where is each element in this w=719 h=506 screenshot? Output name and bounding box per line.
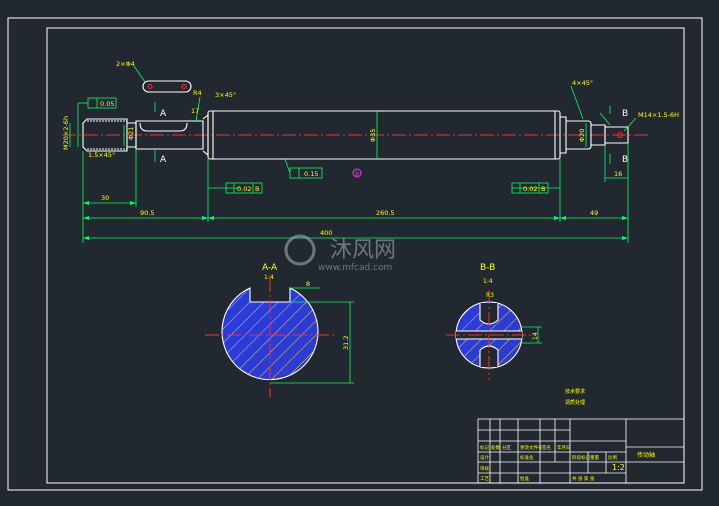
section-aa: A-A 1:4 8 31.2 — [205, 263, 354, 398]
label-35: Φ35 — [369, 129, 377, 142]
label-260-5: 260.5 — [376, 209, 395, 217]
tb-design: 设计 — [480, 454, 489, 461]
section-a-bottom: A — [160, 155, 167, 165]
label-thread-left: M20×2-6h — [62, 116, 70, 150]
datum-marker — [352, 168, 362, 178]
keyway-top-view — [142, 80, 192, 93]
label-8: 8 — [306, 280, 310, 288]
label-31: 31.2 — [342, 336, 350, 350]
tb-header-1: 处数 — [491, 444, 500, 451]
inner-border — [46, 27, 685, 484]
outer-border — [7, 17, 703, 491]
datum-marker-label: B — [355, 171, 359, 178]
section-b-bottom: B — [622, 155, 628, 165]
tb-header-3: 更改文件号 — [520, 444, 543, 451]
label-30: 30 — [101, 194, 109, 202]
label-17: 17 — [191, 107, 199, 115]
label-90-5: 90.5 — [140, 209, 154, 217]
tb-weight: 重量 — [590, 454, 599, 461]
tb-part-name: 传动轴 — [637, 451, 655, 459]
label-14: 14 — [532, 332, 539, 340]
tb-standard: 标准化 — [520, 454, 534, 461]
title-block — [477, 418, 685, 484]
label-20: Φ20 — [578, 129, 586, 142]
tb-process: 工艺 — [480, 476, 489, 482]
watermark: 沐风网 www.mfcad.com — [284, 234, 396, 273]
label-runout-left-ref: B — [255, 185, 259, 193]
label-49: 49 — [590, 209, 598, 217]
arrowheads — [83, 201, 628, 240]
section-a-top: A — [160, 109, 167, 119]
tb-check: 审核 — [480, 465, 489, 472]
section-letters: A A B B — [160, 109, 628, 165]
section-aa-title: A-A — [262, 263, 278, 273]
label-chamfer-left: 1.5×45° — [88, 151, 115, 159]
tb-approve: 批准 — [520, 475, 529, 482]
label-r4: R4 — [193, 89, 202, 97]
tb-header-2: 分区 — [502, 444, 511, 451]
dimension-texts: 2×Φ4 0.05 M20×2-6h 1.5×45° 3×45° R4 17 Φ… — [62, 60, 679, 237]
label-runout-left: 0.02 — [237, 185, 251, 193]
label-chamfer-right: 4×45° — [572, 79, 593, 87]
section-bb-title: B-B — [480, 263, 495, 273]
section-b-top: B — [622, 109, 628, 119]
watermark-cn: 沐风网 — [330, 238, 396, 263]
tb-header-4: 签名 — [542, 444, 551, 451]
section-bb-scale: 1:4 — [483, 278, 493, 285]
label-tol-bottom: 0.15 — [304, 170, 318, 178]
label-runout-right: 0.02 — [523, 185, 537, 193]
thread-hole-marker — [617, 132, 623, 138]
label-16: 16 — [614, 170, 622, 178]
tolerance-frames — [87, 97, 549, 194]
title-block-text: 标记 处数 分区 更改文件号 签名 年月日 设计 标准化 审核 工艺 批准 阶段… — [480, 444, 655, 482]
label-runout-right-ref: B — [541, 185, 545, 193]
label-r3: R3 — [486, 292, 494, 299]
label-chamfer-mid: 3×45° — [215, 91, 236, 99]
note-line2: 调质处理 — [565, 399, 585, 406]
tb-header-5: 年月日 — [557, 444, 571, 451]
section-aa-scale: 1:4 — [264, 274, 274, 281]
tb-scale: 比例 — [608, 454, 617, 461]
watermark-url: www.mfcad.com — [318, 263, 392, 273]
label-thread-right: M14×1.5-6H — [638, 111, 679, 119]
note-line1: 技术要求 — [565, 388, 585, 395]
label-keyway-dims: 2×Φ4 — [116, 60, 135, 68]
label-21: Φ21 — [127, 127, 135, 140]
tb-scale-value: 1:2 — [612, 463, 625, 472]
dimension-lines — [69, 65, 637, 243]
tb-header-0: 标记 — [480, 444, 489, 451]
tb-sheet: 共 张 第 张 — [572, 475, 595, 482]
tb-stage: 阶段标记 — [572, 454, 590, 461]
label-tol-left: 0.05 — [100, 100, 114, 108]
label-total: 400 — [320, 229, 332, 237]
section-bb: B-B 1:4 R3 14 — [446, 263, 542, 380]
